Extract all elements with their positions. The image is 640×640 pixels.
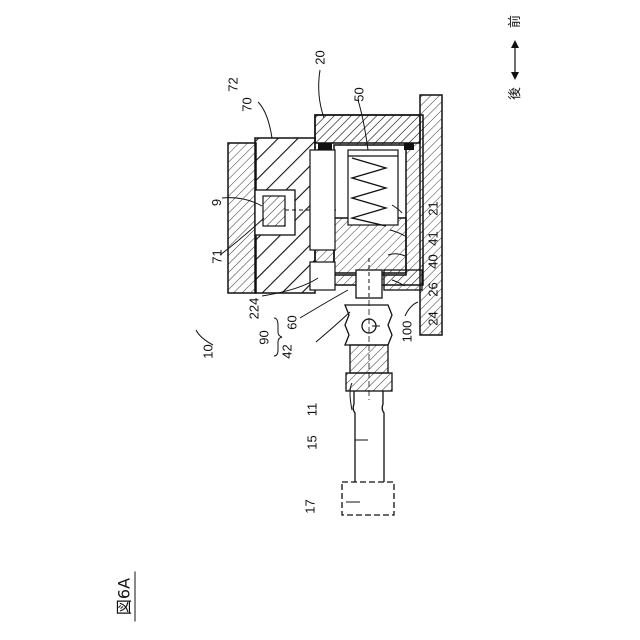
label-90: 90 bbox=[258, 330, 271, 344]
label-40: 40 bbox=[427, 254, 440, 268]
label-71: 71 bbox=[211, 249, 224, 263]
label-41: 41 bbox=[427, 231, 440, 245]
plate-26 bbox=[384, 270, 422, 290]
seal-lower bbox=[404, 143, 414, 150]
piston-inner bbox=[348, 150, 398, 225]
label-50: 50 bbox=[353, 87, 366, 101]
slot-upper bbox=[310, 150, 335, 250]
direction-front: 前 bbox=[508, 15, 521, 28]
part-9 bbox=[263, 196, 285, 226]
unit-17 bbox=[342, 482, 394, 515]
piston bbox=[334, 218, 406, 273]
label-15: 15 bbox=[306, 435, 319, 449]
label-17: 17 bbox=[304, 499, 317, 513]
label-24: 24 bbox=[427, 311, 440, 325]
cable-15 bbox=[353, 391, 384, 482]
label-224: 224 bbox=[247, 298, 260, 320]
label-10: 10 bbox=[202, 344, 215, 358]
label-70: 70 bbox=[241, 97, 254, 111]
plate-72 bbox=[228, 143, 256, 293]
seal-upper bbox=[318, 143, 332, 150]
label-60: 60 bbox=[286, 315, 299, 329]
label-42: 42 bbox=[281, 344, 294, 358]
direction-rear: 後 bbox=[508, 87, 521, 100]
label-72: 72 bbox=[227, 77, 240, 91]
label-9: 9 bbox=[210, 199, 223, 206]
label-20: 20 bbox=[314, 50, 327, 64]
housing-flange bbox=[315, 115, 420, 143]
slot-lower bbox=[310, 262, 335, 290]
label-100: 100 bbox=[400, 321, 413, 343]
label-26: 26 bbox=[427, 282, 440, 296]
direction-arrow bbox=[511, 40, 519, 80]
figure-title: 図6A bbox=[115, 572, 136, 622]
label-21: 21 bbox=[427, 201, 440, 215]
label-11: 11 bbox=[305, 403, 318, 417]
